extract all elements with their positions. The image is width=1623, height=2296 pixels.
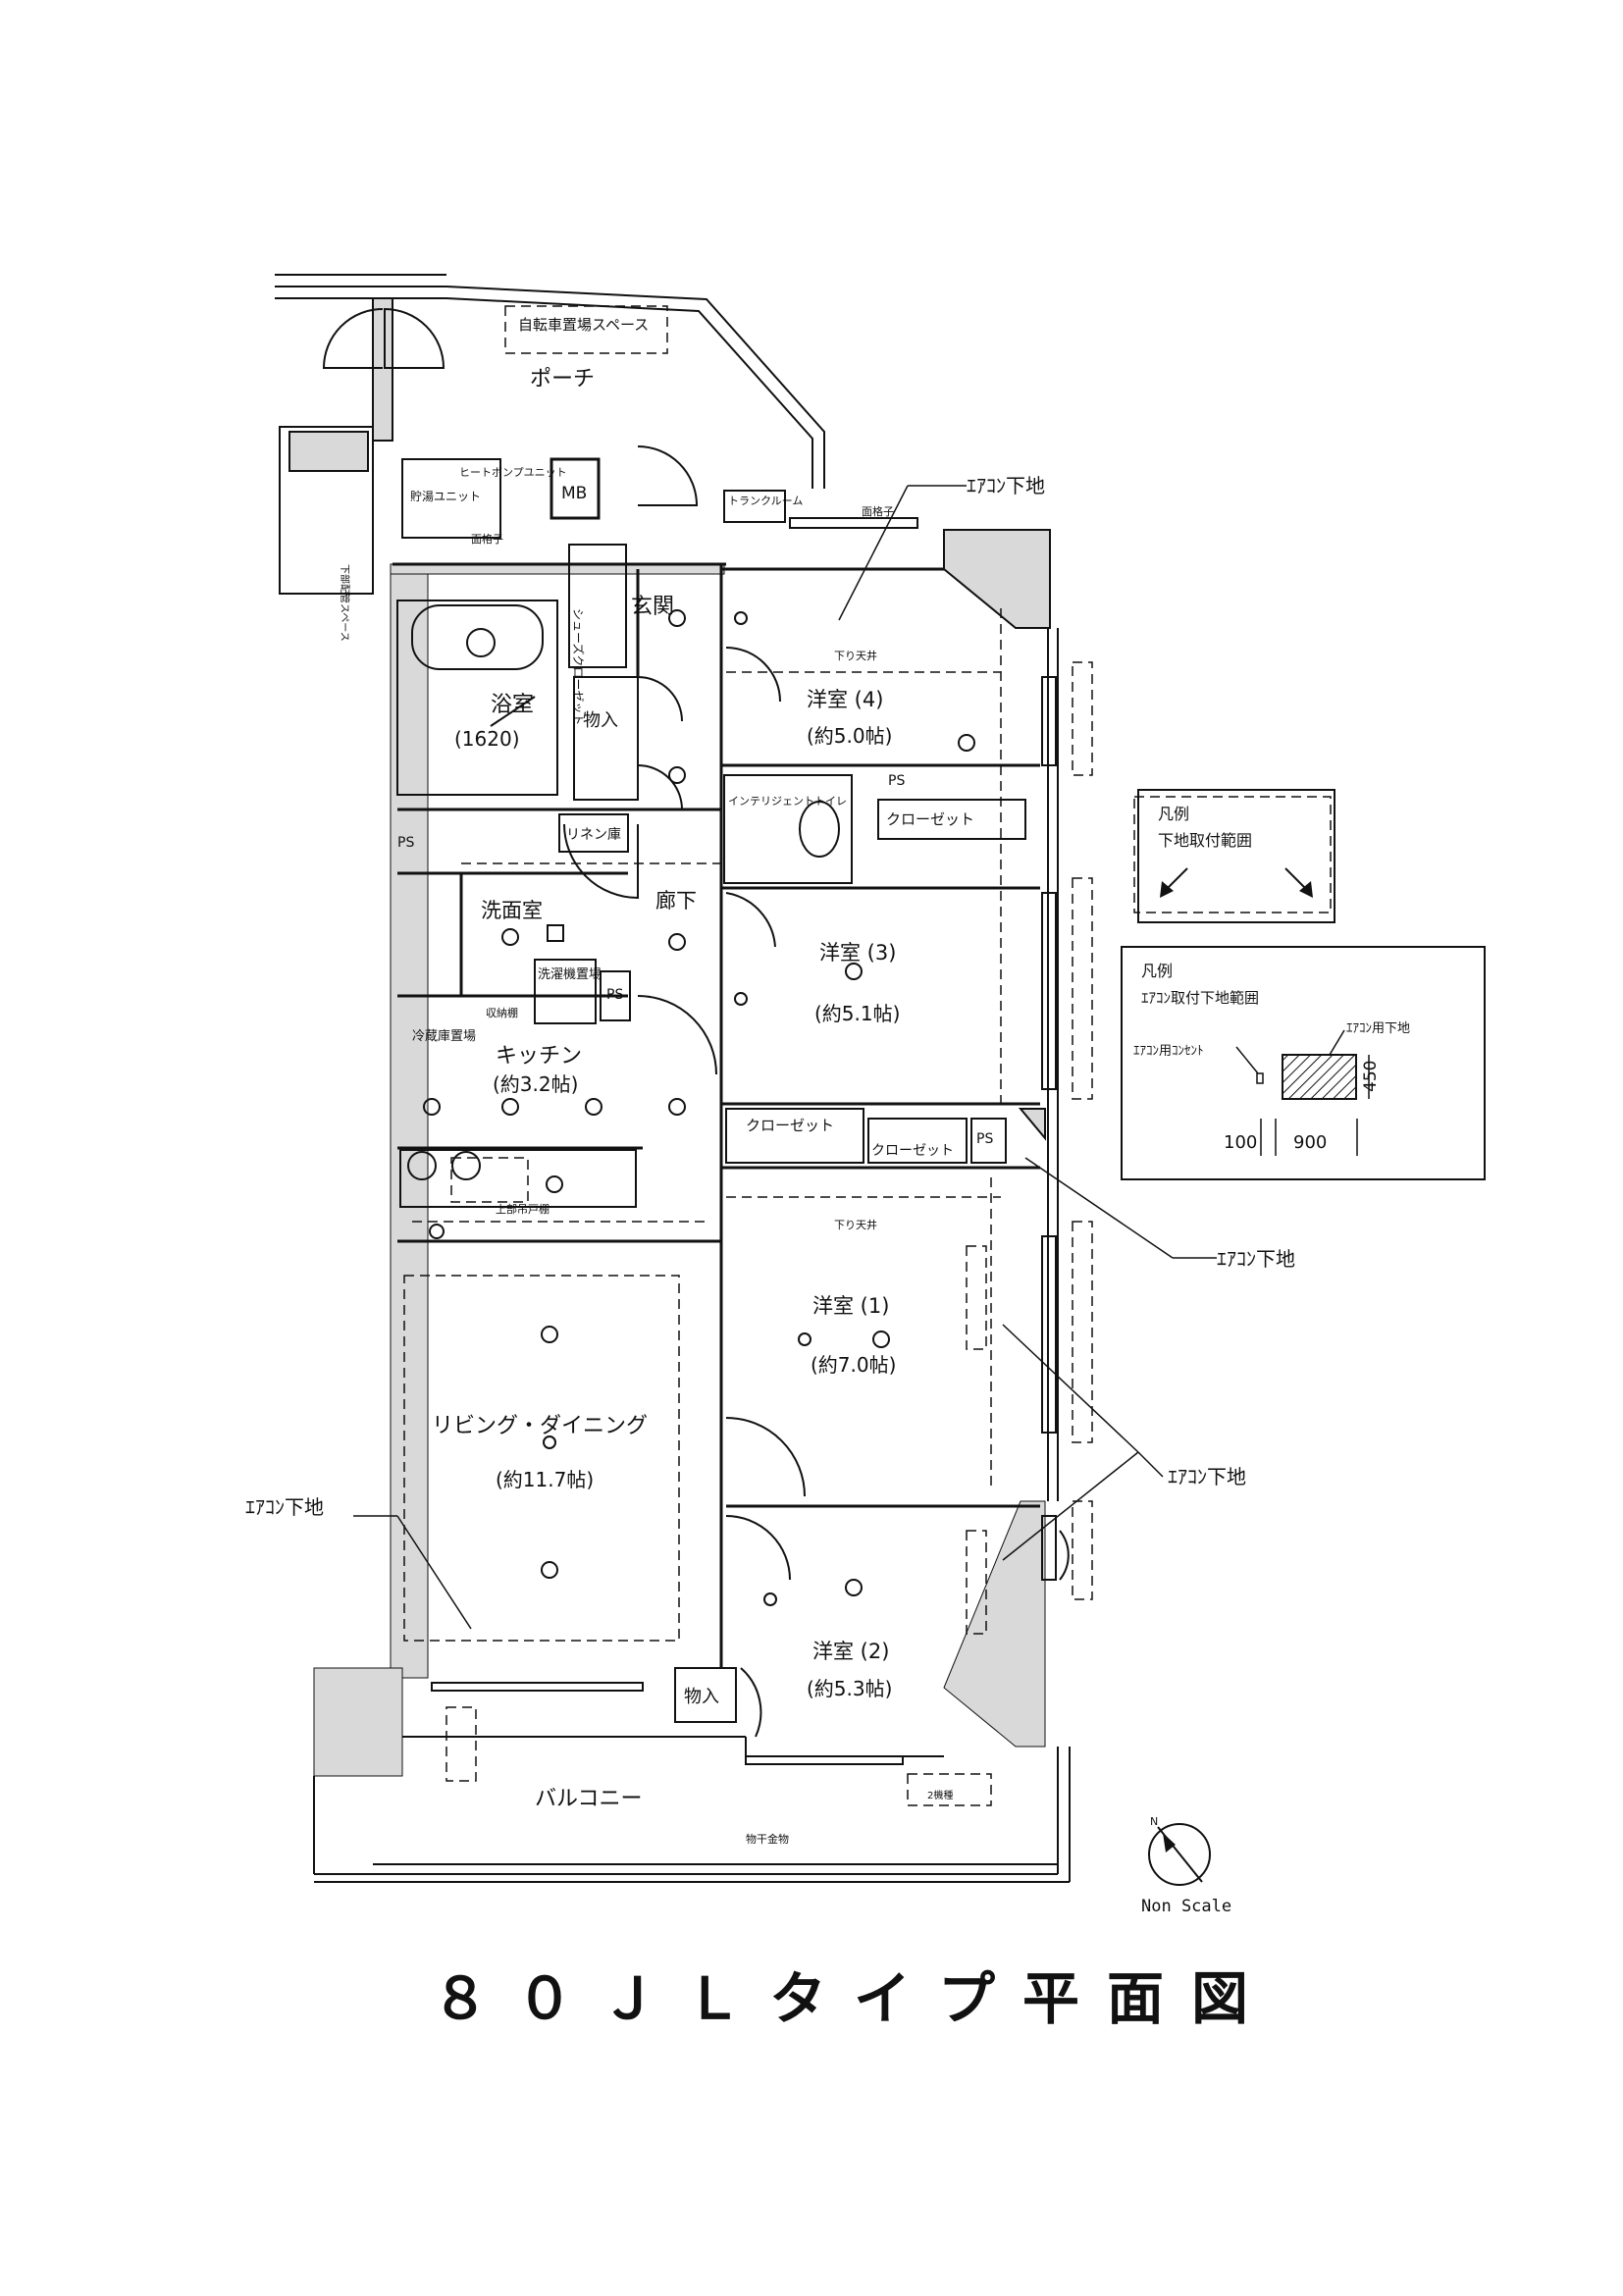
linen-label: リネン庫 — [566, 826, 621, 843]
room2-size-label: (約5.3帖) — [807, 1677, 892, 1700]
legend1-title: 凡例 — [1158, 805, 1189, 823]
ac-callout-3: ｴｱｺﾝ下地 — [1168, 1465, 1246, 1488]
closet-a-label: クローゼット — [886, 810, 974, 828]
callouts — [353, 485, 1217, 1630]
living-size-label: (約11.7帖) — [496, 1468, 594, 1491]
bicycle-label: 自転車置場スペース — [518, 316, 649, 334]
kitchen-size-label: (約3.2帖) — [493, 1072, 578, 1096]
compass-icon: N — [1148, 1815, 1211, 1886]
legend2-dim-h: 450 — [1361, 1061, 1381, 1092]
drop-ceiling-label-2: 下り天井 — [834, 1218, 877, 1231]
legend1-text: 下地取付範囲 — [1158, 831, 1252, 850]
storage1-label: 物入 — [583, 710, 618, 731]
living-label: リビング・ダイニング — [432, 1414, 648, 1438]
ps-label-4: PS — [976, 1131, 993, 1147]
washer-label: 洗濯機置場 — [538, 967, 602, 982]
outer-walls — [275, 274, 1071, 1883]
compass-label: N — [1150, 1815, 1158, 1828]
legend2-title: 凡例 — [1141, 962, 1173, 980]
storage2-label: 物入 — [684, 1687, 719, 1707]
drain-label: 下部配管スペース — [339, 564, 351, 642]
legend2-base: ｴｱｺﾝ用下地 — [1346, 1021, 1410, 1036]
drop-ceiling-label: 下り天井 — [834, 649, 877, 662]
room3-label: 洋室 (3) — [819, 941, 896, 965]
legend2-dim-b: 900 — [1293, 1132, 1327, 1153]
closet-c-label: クローゼット — [871, 1143, 954, 1159]
room4-size-label: (約5.0帖) — [807, 724, 892, 748]
bathtub — [411, 604, 544, 670]
legend-1: 凡例 下地取付範囲 — [1137, 789, 1335, 923]
legend2-outlet: ｴｱｺﾝ用ｺﾝｾﾝﾄ — [1133, 1044, 1204, 1059]
dashed-lines — [403, 305, 1332, 1806]
room1-size-label: (約7.0帖) — [811, 1353, 896, 1377]
fridge-label: 冷蔵庫置場 — [412, 1029, 476, 1044]
shoe-closet-label: シューズクローゼット — [571, 608, 586, 725]
toilet-label: インテリジェントトイレ — [728, 795, 847, 808]
non-scale-label: Non Scale — [1141, 1897, 1232, 1916]
storage-unit-label: 貯湯ユニット — [410, 490, 481, 503]
ac-base-hatch — [1282, 1054, 1357, 1100]
legend2-dim-a: 100 — [1224, 1132, 1257, 1153]
corridor-label: 廊下 — [655, 889, 697, 913]
room2-label: 洋室 (2) — [812, 1640, 889, 1663]
ps-label: PS — [397, 835, 414, 851]
hanging-label: 上部吊戸棚 — [496, 1202, 550, 1216]
ps-label-2: PS — [606, 987, 623, 1003]
shelf-label: 収納棚 — [486, 1006, 518, 1019]
bath-label: 浴室 — [491, 693, 534, 717]
washroom-label: 洗面室 — [481, 899, 543, 922]
balcony-label: バルコニー — [535, 1787, 643, 1811]
ac-callout-1: ｴｱｺﾝ下地 — [967, 474, 1045, 497]
legend-2: 凡例 ｴｱｺﾝ取付下地範囲 ｴｱｺﾝ用ｺﾝｾﾝﾄ ｴｱｺﾝ用下地 450 100… — [1121, 946, 1486, 1180]
lattice-label: 面格子 — [862, 504, 894, 518]
room4-label: 洋室 (4) — [807, 688, 883, 711]
ac-callout-4: ｴｱｺﾝ下地 — [245, 1495, 324, 1519]
room1-label: 洋室 (1) — [812, 1294, 889, 1318]
plan-title: ８０ＪＬタイプ平面図 — [432, 1965, 1277, 2032]
fixtures — [407, 609, 975, 1606]
doors — [322, 307, 1070, 1738]
ps-label-3: PS — [888, 773, 905, 789]
dryer-label: 物干金物 — [746, 1832, 789, 1846]
heat-pump-label: ヒートポンプユニット — [459, 466, 567, 479]
legend2-text: ｴｱｺﾝ取付下地範囲 — [1141, 989, 1259, 1007]
interior-walls — [393, 457, 1040, 1723]
outdoor-unit-label: 2機種 — [927, 1789, 953, 1801]
toilet-bowl — [799, 801, 840, 858]
closet-b-label: クローゼット — [746, 1117, 834, 1134]
room3-size-label: (約5.1帖) — [814, 1002, 900, 1025]
mb-label: MB — [561, 484, 587, 503]
sink-icon — [547, 924, 564, 942]
lattice-label-2: 面格子 — [471, 532, 503, 546]
bath-size-label: (1620) — [454, 727, 520, 751]
porch-label: ポーチ — [530, 367, 595, 391]
windows — [431, 517, 1057, 1765]
entrance-label: 玄関 — [631, 595, 674, 619]
kitchen-label: キッチン — [496, 1044, 582, 1069]
trunk-room-label: トランクルーム — [728, 495, 803, 507]
ac-callout-2: ｴｱｺﾝ下地 — [1217, 1247, 1295, 1271]
